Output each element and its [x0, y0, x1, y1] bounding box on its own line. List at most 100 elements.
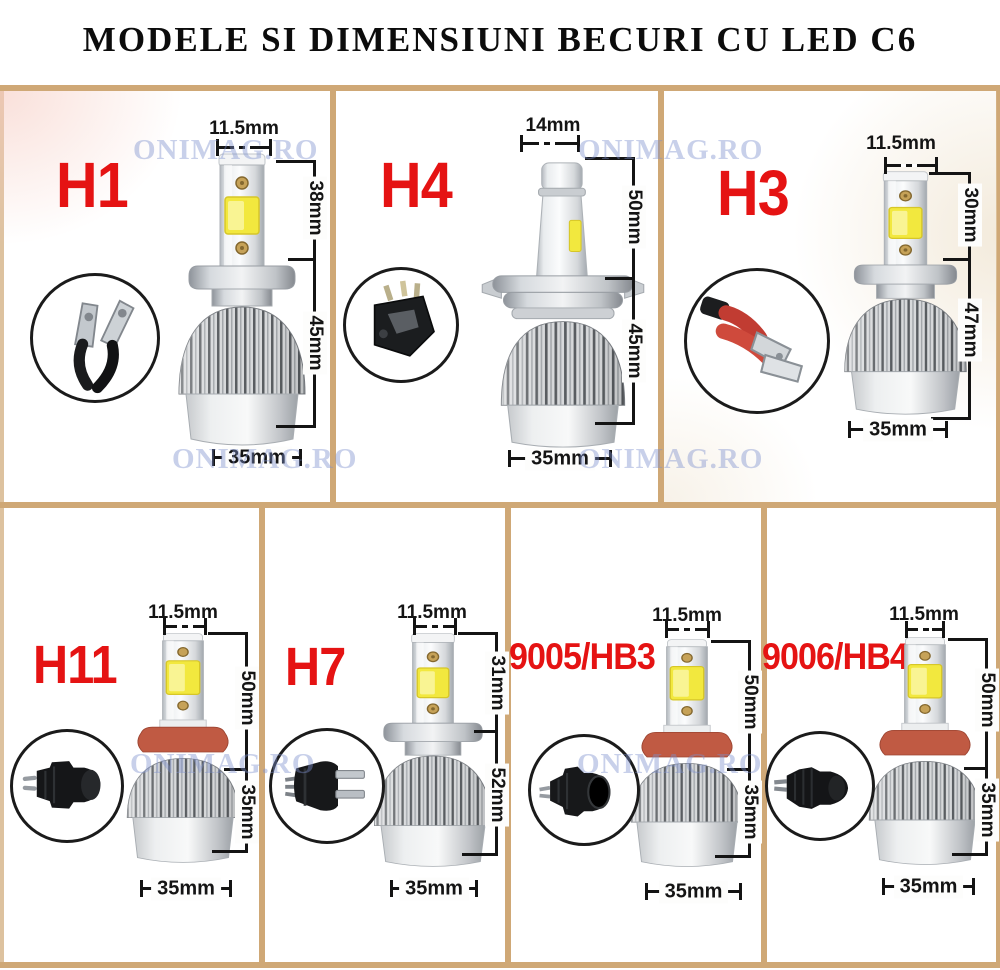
dim-tick	[739, 883, 742, 900]
dim-width-top: 11.5mm	[866, 133, 936, 154]
dim-tick	[585, 157, 635, 160]
dim-tick	[929, 172, 971, 175]
grid-border-v3-row2	[761, 502, 767, 968]
connector-inset-h3	[684, 268, 830, 414]
dim-upper-height: 50mm	[974, 668, 999, 732]
bulb-photo-9006	[868, 636, 982, 866]
dim-tick	[163, 618, 166, 635]
dim-tick	[884, 157, 887, 174]
dim-base-width: 35mm	[658, 880, 729, 903]
panel-h1: H1 11.5mm 38mm 45mm 35mm	[0, 91, 330, 502]
dim-line-bottom: 35mm	[848, 418, 948, 441]
dim-tick	[475, 880, 478, 897]
dim-tick	[276, 160, 316, 163]
h7-plug-icon	[284, 761, 365, 811]
dim-tick	[229, 880, 232, 897]
dim-tick	[288, 258, 316, 261]
dim-base-width: 35mm	[151, 877, 221, 900]
dim-tick	[935, 157, 938, 174]
dim-tick	[665, 621, 668, 638]
connector-inset-9005	[528, 734, 640, 846]
dim-width-top: 11.5mm	[652, 605, 722, 626]
grid-border-v1-row2	[259, 502, 265, 968]
connector-inset-h4	[343, 267, 459, 383]
dim-tick	[413, 618, 416, 635]
model-label-9006: 9006/HB4	[762, 636, 909, 677]
dim-tick	[208, 632, 248, 635]
panel-h3: H3 11.5mm 30mm 47mm 35mm	[664, 91, 997, 502]
dim-tick	[474, 730, 498, 733]
dim-tick	[577, 135, 580, 152]
dim-line-right: 30mm 47mm	[929, 172, 982, 420]
dim-tick	[269, 139, 272, 156]
9006-plug-icon	[774, 767, 849, 809]
dim-line-top	[520, 135, 580, 152]
model-label-h7: H7	[285, 637, 346, 697]
dim-base-width: 35mm	[893, 875, 964, 898]
dim-lower-height: 35mm	[737, 780, 762, 844]
grid-border-right	[996, 85, 1000, 968]
grid-border-v2-row1	[658, 85, 664, 508]
dim-upper-height: 50mm	[621, 185, 646, 249]
dim-upper-height: 50mm	[234, 666, 259, 730]
watermark: ONIMAG.RO	[133, 134, 319, 166]
dim-base-width: 35mm	[399, 877, 469, 900]
dim-tick	[458, 632, 498, 635]
dim-line-top	[163, 618, 207, 635]
model-label-h4: H4	[380, 149, 453, 221]
dim-line-right: 50mm 35mm	[711, 640, 762, 858]
dim-base-width: 35mm	[525, 447, 595, 470]
dim-line-top	[884, 157, 938, 174]
h11-plug-icon	[22, 761, 101, 809]
dim-dash	[917, 628, 933, 631]
dim-line-right: 50mm 45mm	[585, 157, 646, 425]
watermark: ONIMAG.RO	[130, 748, 316, 780]
dim-tick	[715, 855, 751, 858]
grid-border-middle	[0, 502, 1000, 508]
dim-tick	[609, 450, 612, 467]
page-title: MODELE SI DIMENSIUNI BECURI CU LED C6	[82, 20, 918, 59]
dim-tick	[882, 878, 885, 895]
dim-tick	[945, 421, 948, 438]
dim-dash	[901, 164, 921, 167]
connector-inset-h11	[10, 729, 124, 843]
dim-tick	[595, 422, 635, 425]
dim-line-right: 50mm 35mm	[208, 632, 259, 853]
dim-line-bottom: 35mm	[645, 880, 742, 903]
panel-h7: H7 11.5mm 31mm 52mm 35mm	[265, 508, 509, 962]
connector-inset-h7	[269, 728, 385, 844]
model-label-9005: 9005/HB3	[509, 636, 656, 677]
dim-tick	[848, 421, 851, 438]
dim-tick	[972, 878, 975, 895]
dim-width-top: 11.5mm	[148, 602, 218, 623]
dim-line-bottom: 35mm	[882, 875, 975, 898]
bulb-photo-h7	[373, 632, 493, 868]
panel-h4: H4 14mm 50mm 45mm 35mm	[336, 91, 658, 502]
dim-lower-height: 45mm	[302, 311, 327, 375]
grid-border-bottom	[0, 962, 1000, 968]
dim-upper-height: 31mm	[484, 651, 509, 715]
grid-border-left	[0, 85, 4, 968]
dim-tick	[942, 621, 945, 638]
dim-tick	[520, 135, 523, 152]
dim-tick	[707, 621, 710, 638]
dim-line-right: 31mm 52mm	[458, 632, 509, 856]
red-wire-terminals-icon	[700, 296, 804, 383]
dim-tick	[508, 450, 511, 467]
dim-upper-height: 50mm	[737, 670, 762, 734]
dim-tick	[390, 880, 393, 897]
connector-inset-h1	[30, 273, 160, 403]
dim-tick	[224, 768, 248, 771]
dim-tick	[605, 277, 635, 280]
9005-plug-icon	[539, 766, 611, 817]
dim-line-top	[665, 621, 710, 638]
dim-line-top	[413, 618, 457, 635]
dim-tick	[276, 425, 316, 428]
dim-tick	[905, 621, 908, 638]
dim-upper-height: 30mm	[957, 183, 982, 247]
dim-line-bottom: 35mm	[140, 877, 232, 900]
dim-dash	[539, 142, 561, 145]
dim-lower-height: 47mm	[957, 298, 982, 362]
model-label-h3: H3	[717, 157, 790, 229]
